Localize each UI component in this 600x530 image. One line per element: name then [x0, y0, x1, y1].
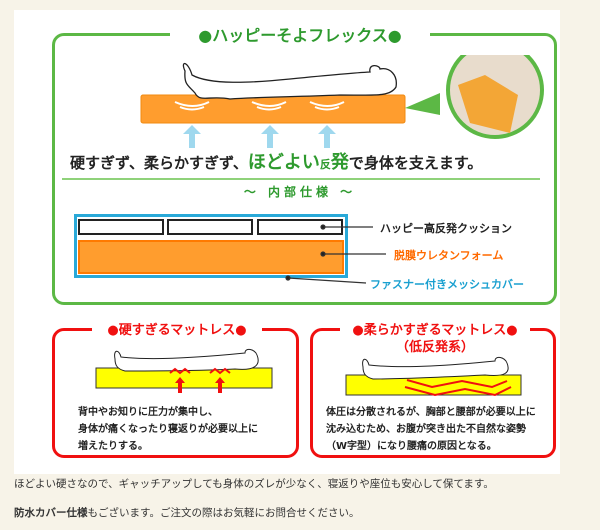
- hard-mattress-title: ●硬すぎるマットレス●: [92, 319, 262, 338]
- divider: [62, 178, 540, 180]
- spec-heading: ～ 内部仕様 ～: [243, 185, 357, 199]
- cushion-block: [78, 219, 164, 235]
- soft-mattress-illustration: [345, 356, 522, 397]
- layer-label-cushion: ハッピー高反発クッション: [380, 222, 512, 235]
- hard-mattress-description: 背中やお知りに圧力が集中し、身体が痛くなったり寝返りが必要以上に増えたりする。: [78, 407, 258, 452]
- hard-mattress-illustration: [95, 348, 273, 393]
- tagline: 硬すぎず、柔らかすぎず、ほどよい反発で身体を支えます。: [70, 152, 483, 173]
- layer-label-foam: 脱膜ウレタンフォーム: [394, 249, 504, 262]
- soft-mattress-subtitle: （低反発系）: [380, 336, 490, 355]
- foam-layer: [78, 240, 344, 274]
- soft-mattress-description: 体圧は分散されるが、胸部と腰部が必要以上に沈み込むため、お腹が突き出た不自然な姿…: [326, 407, 536, 452]
- footer-text-1: ほどよい硬さなので、ギャッチアップしても身体のズレが少なく、寝返りや座位も安心し…: [14, 478, 494, 490]
- leader-lines: [285, 224, 386, 284]
- cushion-block: [167, 219, 253, 235]
- footer-text-2: 防水カバー仕様もございます。ご注文の際はお気軽にお問合せください。: [14, 507, 360, 519]
- mattress-illustration: [140, 55, 544, 148]
- soft-mattress-title: ●柔らかすぎるマットレス●: [340, 319, 530, 338]
- mesh-cover-diagram: [74, 214, 348, 278]
- layer-label-cover: ファスナー付きメッシュカバー: [370, 278, 524, 291]
- arrow-up-icon: [183, 125, 336, 148]
- feature-title: ●ハッピーそよフレックス●: [170, 22, 430, 46]
